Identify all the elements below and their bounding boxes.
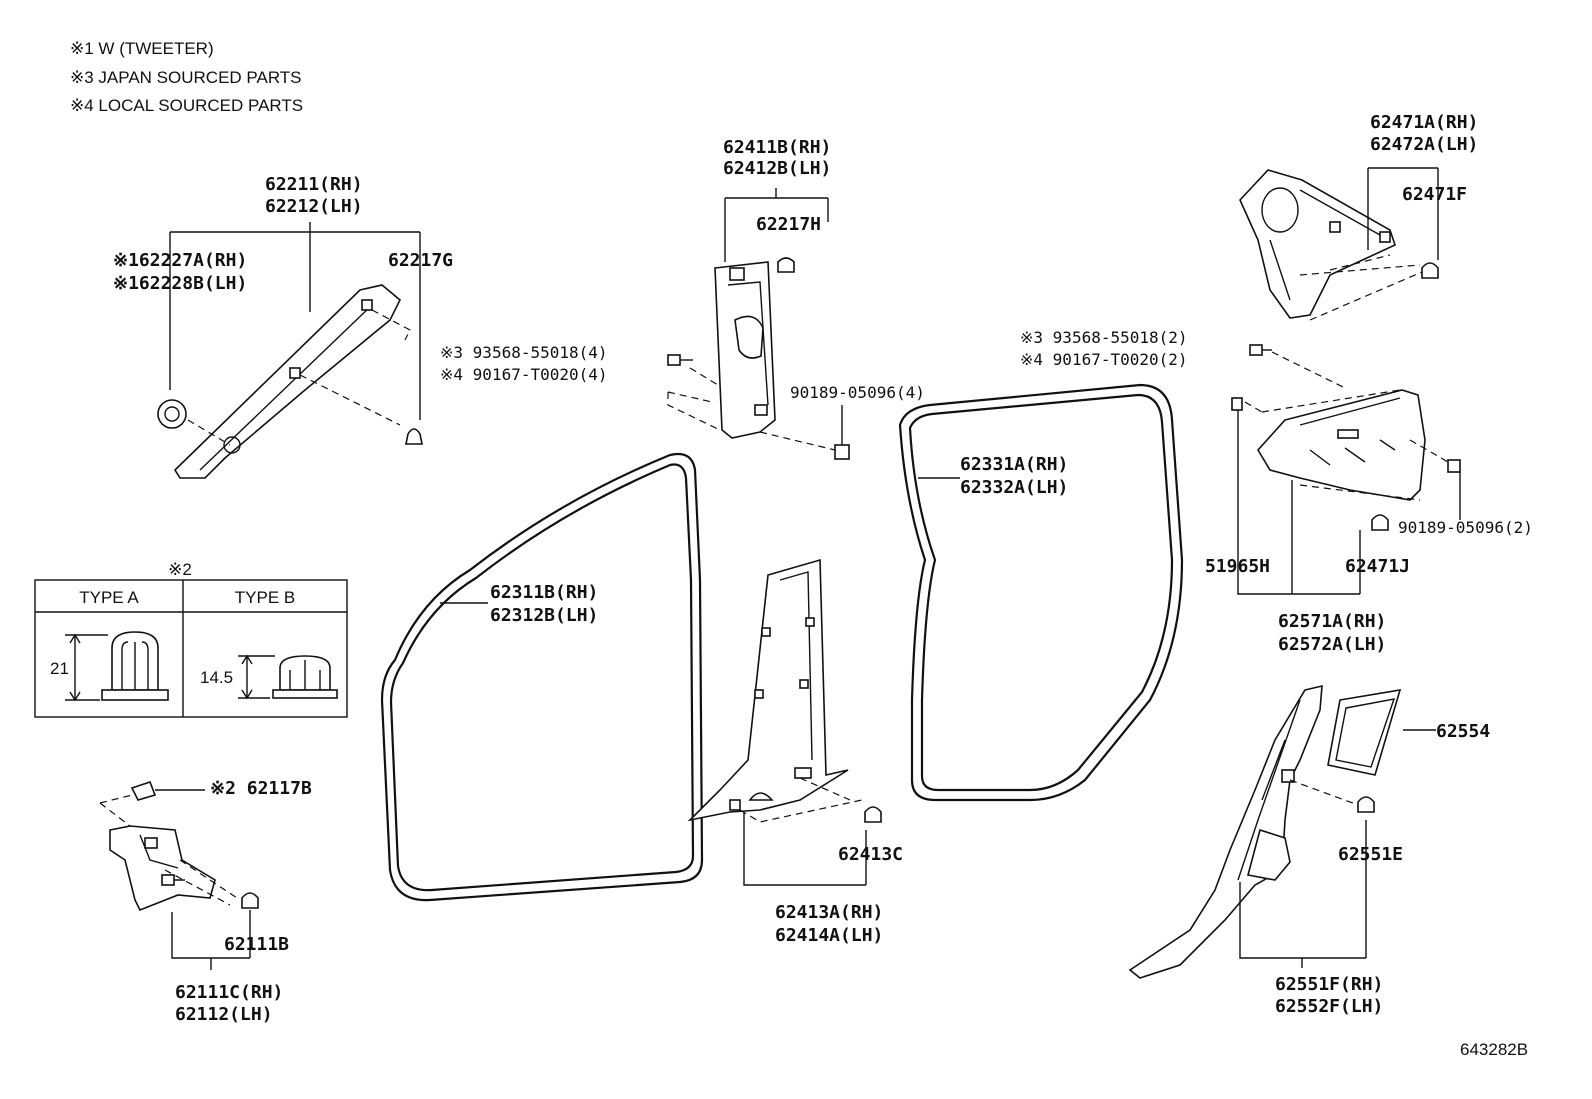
label-62413c: 62413C: [838, 844, 903, 865]
label-62228b: ※162228B(LH): [113, 273, 247, 294]
part-quarter-trim-panel[interactable]: [1257, 389, 1426, 501]
part-pad-62554[interactable]: [1327, 689, 1402, 776]
part-clip-51965h[interactable]: [1231, 397, 1243, 411]
part-roof-side-garnish[interactable]: [1239, 169, 1396, 319]
label-62471a: 62471A(RH): [1370, 112, 1478, 133]
part-clip-62413c[interactable]: [864, 806, 882, 823]
label-62551e: 62551E: [1338, 844, 1403, 865]
label-62471j: 62471J: [1345, 556, 1410, 577]
label-62414a: 62414A(LH): [775, 925, 883, 946]
label-62551f: 62551F(RH): [1275, 974, 1383, 995]
label-62112: 62112(LH): [175, 1004, 273, 1025]
label-93568-2: ※3 93568-55018(2): [1020, 328, 1188, 347]
part-clip-62217g[interactable]: [405, 428, 423, 445]
part-center-pillar-upper[interactable]: [714, 261, 776, 439]
part-front-door-weatherstrip[interactable]: [380, 452, 704, 902]
label-62413a: 62413A(RH): [775, 902, 883, 923]
part-clip-62111b[interactable]: [241, 892, 259, 909]
label-62312b: 62312B(LH): [490, 605, 598, 626]
label-62572a: 62572A(LH): [1278, 634, 1386, 655]
table-type-b-header: TYPE B: [235, 588, 295, 607]
note-local-sourced: ※4 LOCAL SOURCED PARTS: [70, 96, 303, 115]
label-62211: 62211(RH): [265, 174, 363, 195]
note-tweeter: ※1 W (TWEETER): [70, 39, 214, 58]
part-cowl-side-trim[interactable]: [109, 825, 216, 912]
label-62412b: 62412B(LH): [723, 158, 831, 179]
label-93568-4: ※3 93568-55018(4): [440, 343, 608, 362]
table-dim-a: 21: [50, 659, 69, 678]
label-62217g: 62217G: [388, 250, 453, 271]
label-62552f: 62552F(LH): [1275, 996, 1383, 1017]
part-screw-93568-2[interactable]: [1249, 344, 1272, 356]
label-62471f: 62471F: [1402, 184, 1467, 205]
part-tweeter-grommet[interactable]: [157, 399, 187, 429]
label-90167-2: ※4 90167-T0020(2): [1020, 350, 1188, 369]
part-clip-62117b[interactable]: [130, 780, 157, 801]
label-62227a: ※162227A(RH): [113, 250, 247, 271]
part-nut-90189-2[interactable]: [1447, 459, 1461, 473]
label-62411b: 62411B(RH): [723, 137, 831, 158]
label-90189-4: 90189-05096(4): [790, 383, 925, 402]
label-62571a: 62571A(RH): [1278, 611, 1386, 632]
part-screw-93568-4[interactable]: [667, 354, 693, 366]
part-a-pillar-garnish[interactable]: [173, 284, 401, 479]
part-nut-90189-4[interactable]: [834, 444, 850, 460]
label-62332a: 62332A(LH): [960, 477, 1068, 498]
table-type-a-header: TYPE A: [79, 588, 139, 607]
clip-type-a-icon: [101, 631, 169, 701]
table-dim-b: 14.5: [200, 668, 233, 687]
label-62111c: 62111C(RH): [175, 982, 283, 1003]
part-clip-62217h[interactable]: [777, 257, 795, 273]
label-62331a: 62331A(RH): [960, 454, 1068, 475]
part-rear-scuff-plate[interactable]: [1128, 684, 1323, 979]
diagram-id: 643282B: [1460, 1040, 1528, 1059]
label-62554: 62554: [1436, 721, 1490, 742]
part-rear-door-weatherstrip[interactable]: [898, 383, 1184, 802]
label-62117b: ※2 62117B: [210, 778, 312, 799]
part-clip-62471f[interactable]: [1421, 262, 1439, 279]
label-62212: 62212(LH): [265, 196, 363, 217]
label-62111b: 62111B: [224, 934, 289, 955]
label-62217h: 62217H: [756, 214, 821, 235]
label-62472a: 62472A(LH): [1370, 134, 1478, 155]
clip-type-b-icon: [272, 655, 338, 699]
clip-type-table: ※2 TYPE A TYPE B 21 14.5: [34, 560, 348, 718]
part-center-pillar-lower[interactable]: [687, 558, 849, 822]
label-62311b: 62311B(RH): [490, 582, 598, 603]
label-90189-2: 90189-05096(2): [1398, 518, 1533, 537]
label-51965h: 51965H: [1205, 556, 1270, 577]
table-marker: ※2: [168, 560, 192, 579]
part-clip-62471j[interactable]: [1371, 514, 1389, 531]
note-japan-sourced: ※3 JAPAN SOURCED PARTS: [70, 68, 302, 87]
part-clip-62551e[interactable]: [1357, 796, 1375, 813]
label-90167-4: ※4 90167-T0020(4): [440, 365, 608, 384]
